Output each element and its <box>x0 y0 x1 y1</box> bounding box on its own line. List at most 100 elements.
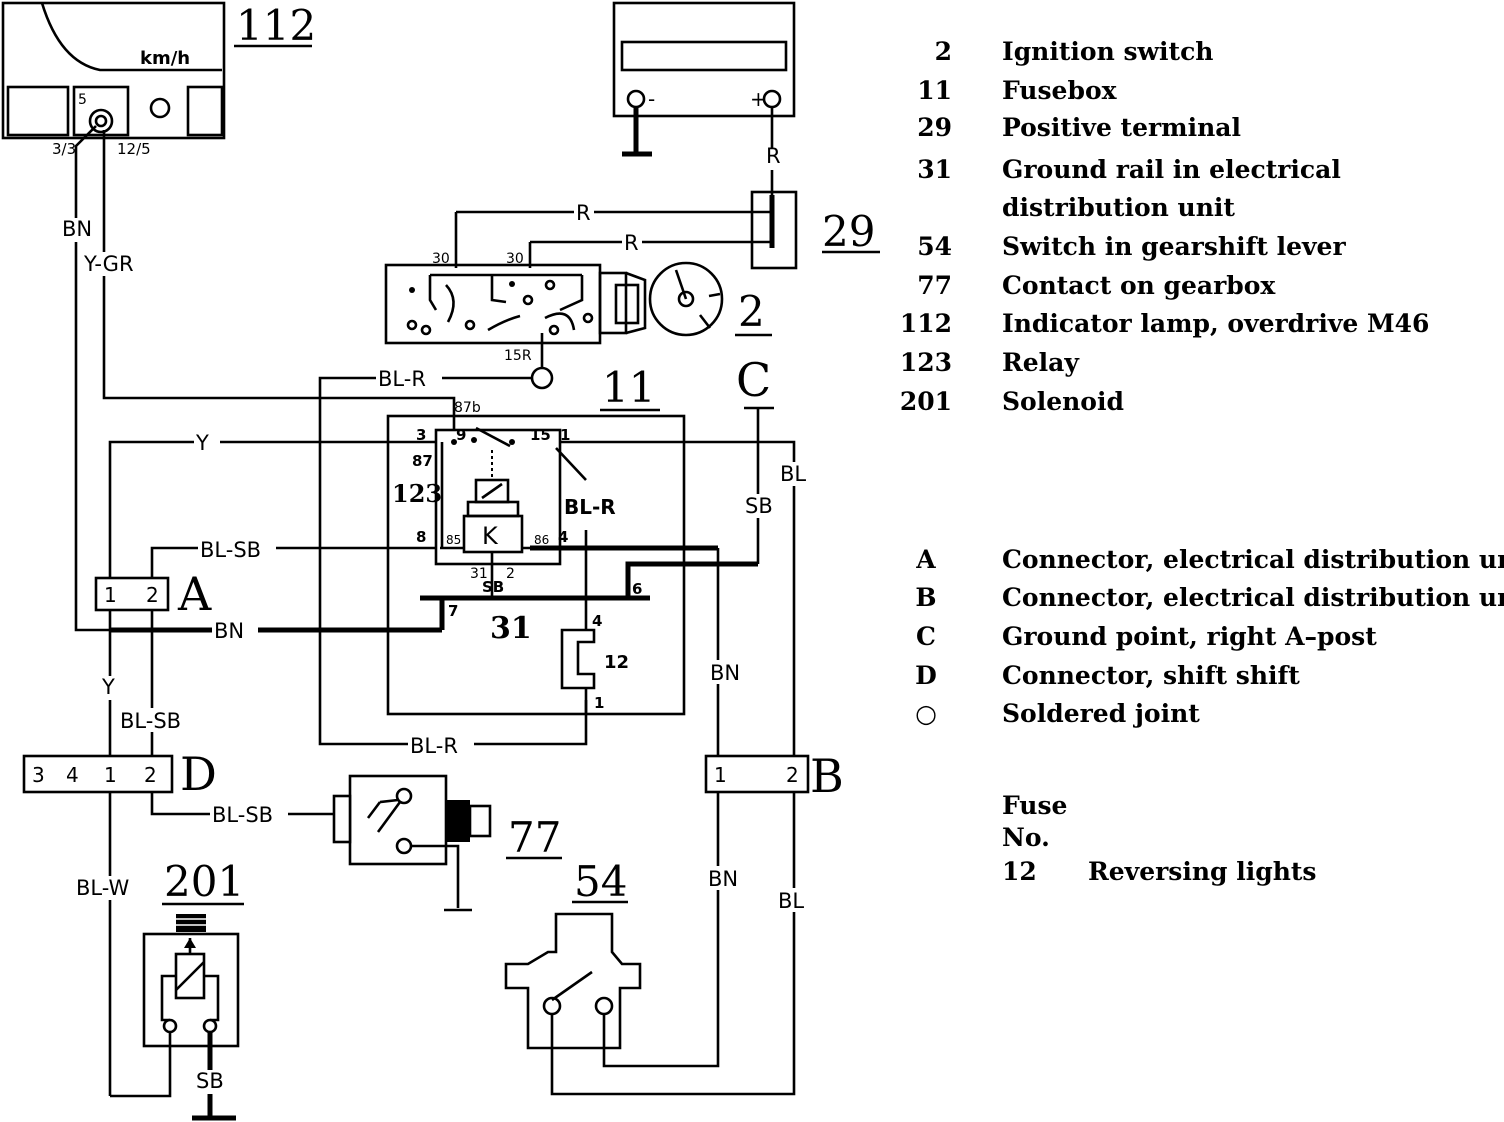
wire-label-bl-r-fuse: BL-R <box>564 495 616 519</box>
wire-bl-r-internal <box>555 447 587 481</box>
contact-77-lead-2 <box>379 798 399 804</box>
legend-fuse-label: Reversing lights <box>1088 857 1317 886</box>
legend-connector-key: B <box>915 583 936 612</box>
component-31-ground-rail: SB 7 6 31 <box>420 578 650 646</box>
ignition-key-mark <box>698 314 712 329</box>
wire-bn-b-top-label-bg <box>708 660 746 684</box>
legend-item-label-continued: distribution unit <box>1002 193 1235 222</box>
legend-item-label: Ignition switch <box>1002 37 1214 66</box>
component-id-29: 29 <box>822 207 875 256</box>
ignition-pin-dot <box>522 294 534 306</box>
component-id-31: 31 <box>490 611 532 646</box>
relay-pin-9: 9 <box>456 426 466 444</box>
switch-54-housing <box>504 912 642 1050</box>
fuse-12: 4 12 1 <box>560 612 629 714</box>
wiring-network: BL-R BL-R Y-GR BN BN Y Y BL-SB BL-SB BN <box>60 125 812 758</box>
connector-d-body <box>22 754 174 794</box>
ignition-key-mark-2 <box>708 292 721 298</box>
relay-pin-87: 87 <box>412 452 433 470</box>
legend-connector-key: C <box>916 622 936 651</box>
legend-item-label: Switch in gearshift lever <box>1002 232 1346 261</box>
relay-contact-dot <box>509 439 515 445</box>
contact-77-terminal-bottom <box>395 837 413 855</box>
pin-30a-label: 30 <box>432 251 450 267</box>
legend-item-label: Solenoid <box>1002 387 1124 416</box>
component-2-ignition-switch: R R 30 30 15R 2 <box>384 200 772 390</box>
wire-label-y-top: Y <box>195 431 209 455</box>
indicator-bulb-icon <box>88 108 114 134</box>
component-id-201: 201 <box>164 857 244 906</box>
component-11-fusebox: 11 <box>386 363 686 716</box>
pin-15r-label: 15R <box>504 348 532 364</box>
legend-item-label: Fusebox <box>1002 76 1118 105</box>
legend-item-number: 29 <box>917 113 952 142</box>
legend-connectors: A Connector, electrical distribution uni… <box>915 545 1504 728</box>
component-id-112: 112 <box>236 1 316 50</box>
wire-y-gr-label-bg <box>82 252 148 276</box>
solenoid-terminal-left <box>162 1018 178 1034</box>
wire-bn-b-bottom <box>602 792 720 1068</box>
pin-3-3-label: 3/3 <box>52 140 76 158</box>
contact-77-ground-lead <box>410 844 460 908</box>
fuse-pin-4: 4 <box>592 612 602 630</box>
wire-label-sb-201: SB <box>196 1069 224 1093</box>
relay-pin-3: 3 <box>416 426 426 444</box>
ignition-key-pointer <box>674 269 688 300</box>
contact-77-terminal-top <box>395 787 413 805</box>
legend-item-label: Indicator lamp, overdrive M46 <box>1002 309 1429 338</box>
legend-item-number: 54 <box>917 232 952 261</box>
wire-sb-c-label-bg <box>744 494 774 518</box>
indicator-bulb-core-icon <box>94 114 108 128</box>
contact-77-lead <box>366 801 382 819</box>
wire-label-r-top: R <box>576 201 591 225</box>
wire-bl-w-label-bg <box>74 876 146 900</box>
contact-77-thread <box>446 800 470 842</box>
ignition-key-dial-icon <box>648 261 724 337</box>
negative-terminal-icon <box>626 89 646 109</box>
ignition-key-hub <box>677 290 695 308</box>
wire-bl-b-bottom <box>550 792 796 1096</box>
wire-label-bn-a: BN <box>214 619 244 643</box>
wire-bl-r-label-bg <box>376 366 442 390</box>
component-54-gearshift-switch: 54 BN BL <box>504 792 810 1096</box>
legend-item-number: 201 <box>900 387 952 416</box>
contact-77-plunger <box>468 804 492 838</box>
speedometer-dial-arc <box>40 2 222 72</box>
relay-pin-8: 8 <box>416 528 426 546</box>
wire-label-bl-sb-77: BL-SB <box>212 803 273 827</box>
legend-connector-label: Connector, shift shift <box>1002 661 1300 690</box>
connector-d-pin-3: 3 <box>32 763 45 787</box>
contact-77-switch <box>376 801 402 833</box>
ignition-lock-collar <box>598 271 628 335</box>
switch-54-arm <box>551 970 593 1002</box>
legend-item-label: Relay <box>1002 348 1080 377</box>
solenoid-terminal-right <box>202 1018 218 1034</box>
wire-bl-c-label-bg <box>778 462 812 486</box>
component-id-54: 54 <box>574 857 627 906</box>
legend-connector-key: D <box>915 661 937 690</box>
wire-bl-sb-label-bg <box>198 536 276 560</box>
relay-outline <box>434 428 562 566</box>
connector-a-pin-2: 2 <box>146 583 159 607</box>
ignition-pin-dot <box>409 287 415 293</box>
wire-label-bl-b-bottom: BL <box>778 889 804 913</box>
ignition-contact-3 <box>559 275 584 312</box>
solenoid-arrow-icon <box>184 938 196 948</box>
wire-label-bl-w: BL-W <box>76 876 129 900</box>
connector-b-letter: B <box>810 749 844 803</box>
ignition-key-slot <box>614 283 640 325</box>
relay-pin-87b: 87b <box>454 400 481 416</box>
wire-r-second-label-bg <box>622 230 642 254</box>
pin-5-label: 5 <box>78 92 87 108</box>
solenoid-thread <box>176 914 206 932</box>
wire-label-bl-sb-ad: BL-SB <box>120 709 181 733</box>
wire-bn-112 <box>74 125 110 632</box>
legend-item-number: 31 <box>917 155 952 184</box>
relay-contact-dot <box>471 437 477 443</box>
relay-pin-1: 1 <box>560 426 570 444</box>
ignition-lock-front <box>625 271 647 335</box>
wire-label-bl-sb-a: BL-SB <box>200 538 261 562</box>
component-id-77: 77 <box>508 813 561 862</box>
relay-pin-86: 86 <box>534 533 549 547</box>
connector-b-body <box>704 754 810 794</box>
